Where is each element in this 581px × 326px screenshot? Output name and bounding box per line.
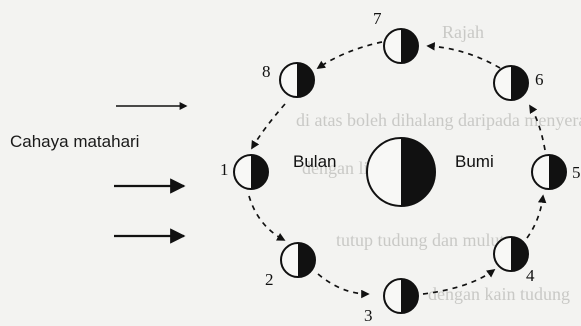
moon-6: [493, 65, 529, 101]
phase-number-1: 1: [220, 160, 229, 179]
earth-label: Bumi: [455, 152, 494, 171]
orbit-segment-7-8: [316, 41, 383, 69]
moon-8: [279, 62, 315, 98]
orbit-segment-1-2: [248, 195, 286, 241]
orbit-segment-8-1: [251, 103, 286, 150]
moon-7: [383, 28, 419, 64]
phase-number-3: 3: [364, 306, 373, 325]
phase-number-8: 8: [262, 62, 271, 81]
earth: [366, 137, 436, 207]
phase-number-7: 7: [373, 9, 382, 28]
orbit-segment-5-6: [529, 104, 546, 151]
moon-2: [280, 242, 316, 278]
orbit-segment-3-4: [422, 268, 496, 295]
phase-number-5: 5: [572, 163, 581, 182]
phase-number-2: 2: [265, 270, 274, 289]
moon-3: [383, 278, 419, 314]
orbit-path: [248, 41, 547, 299]
moon-4: [493, 236, 529, 272]
moon-1: [233, 154, 269, 190]
orbit-segment-2-3: [317, 273, 370, 299]
phase-number-6: 6: [535, 70, 544, 89]
moon-5: [531, 154, 567, 190]
orbit-segment-6-7: [426, 42, 501, 69]
phase-number-4: 4: [526, 266, 535, 285]
moon-label: Bulan: [293, 152, 337, 171]
sunlight-label: Cahaya matahari: [10, 132, 140, 151]
orbit-segment-4-5: [526, 194, 547, 239]
